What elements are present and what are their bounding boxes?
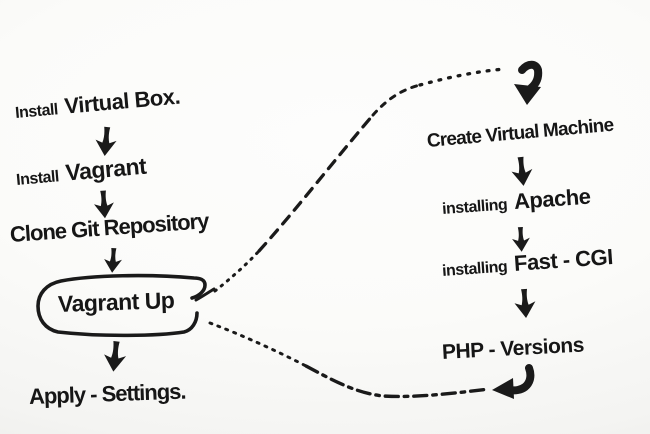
down-arrow-icon	[94, 126, 118, 157]
flow-arrows-right	[510, 155, 537, 319]
connector-bottom-dashdot	[208, 321, 491, 399]
step-apply-settings: Apply - Settings.	[29, 379, 186, 409]
down-arrow-icon	[102, 340, 128, 373]
vagrant-up-bubble	[36, 273, 216, 338]
return-left-arrow-icon	[492, 364, 535, 399]
down-arrow-icon	[510, 155, 535, 188]
step-word-main: Apache	[513, 183, 592, 214]
down-arrow-icon	[511, 226, 531, 253]
connector-top-dashed	[213, 67, 507, 293]
step-vagrant-up: Vagrant Up	[57, 286, 175, 317]
bent-down-arrow-icon	[514, 60, 543, 105]
down-arrow-icon	[103, 247, 123, 274]
down-arrow-icon	[513, 288, 537, 319]
step-word-main: Vagrant Up	[57, 286, 175, 317]
